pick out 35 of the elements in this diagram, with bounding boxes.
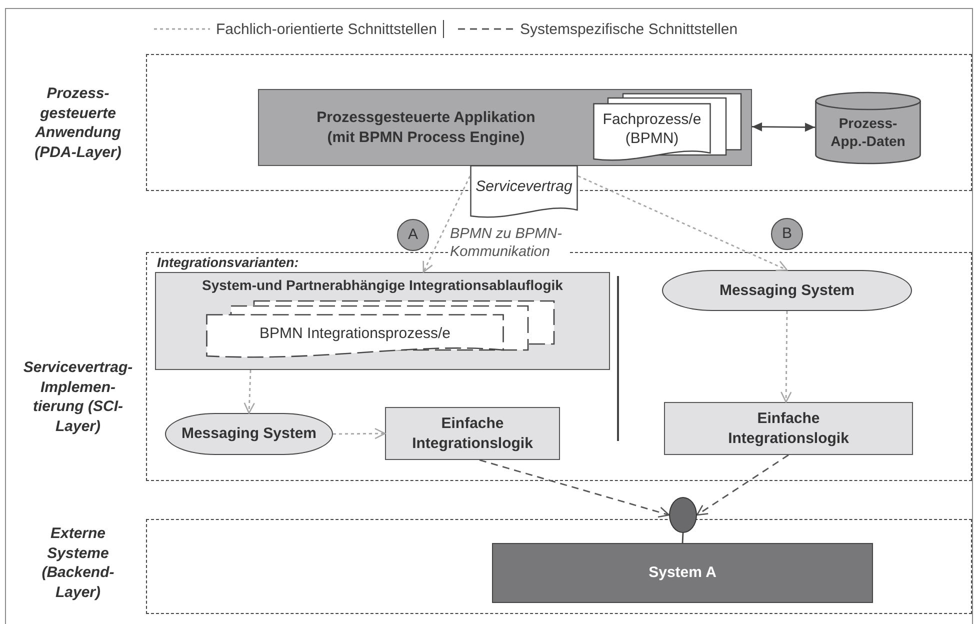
integration-logic-box <box>385 407 560 460</box>
arrow <box>422 176 471 273</box>
marker-letter: A <box>408 225 418 245</box>
node-label: Messaging System <box>181 424 317 444</box>
legend-text: Fachlich-orientierte Schnittstellen <box>216 20 437 38</box>
layer-label: Servicevertrag- Implemen- tierung (SCI-Layer) <box>22 358 134 436</box>
integration-logic-box <box>155 272 610 370</box>
layer-label: Prozess- gesteuerte Anwendung (PDA-Layer) <box>34 84 122 162</box>
node-label: System-und Partnerabhängige Integrationsablauflogik <box>202 276 563 294</box>
arrow <box>752 122 815 132</box>
node-label: System A <box>648 563 716 583</box>
node-label: Einfache Integrationslogik <box>411 414 534 453</box>
arrow <box>333 428 386 440</box>
node-label: Prozess- App.-Daten <box>830 114 906 150</box>
marker-circle <box>397 219 429 251</box>
legend-text: Systemspezifische Schnittstellen <box>520 20 738 38</box>
node-label: BPMN Integrationsprozess/e <box>260 324 450 344</box>
integration-logic-box <box>664 402 913 455</box>
arrow <box>696 454 789 516</box>
layer-label: Externe Systeme (Backend- Layer) <box>40 524 116 602</box>
node-label: Servicevertrag <box>476 177 572 197</box>
node-label: Prozessgesteuerte Applikation (mit BPMN Process Engine) <box>316 108 536 147</box>
node-label: Fachprozess/e (BPMN) <box>602 110 702 148</box>
connector-line <box>682 532 684 544</box>
arrow <box>479 459 670 518</box>
system-box <box>492 543 873 603</box>
marker-letter: B <box>782 224 792 244</box>
node-label: Messaging System <box>719 280 855 300</box>
interface-oval <box>669 497 697 533</box>
application-box <box>258 89 752 166</box>
section-label: Integrationsvarianten: <box>157 255 299 270</box>
marker-circle <box>771 218 803 250</box>
arrow <box>780 311 792 403</box>
node-label: Einfache Integrationslogik <box>727 409 850 448</box>
arrow <box>244 370 255 414</box>
